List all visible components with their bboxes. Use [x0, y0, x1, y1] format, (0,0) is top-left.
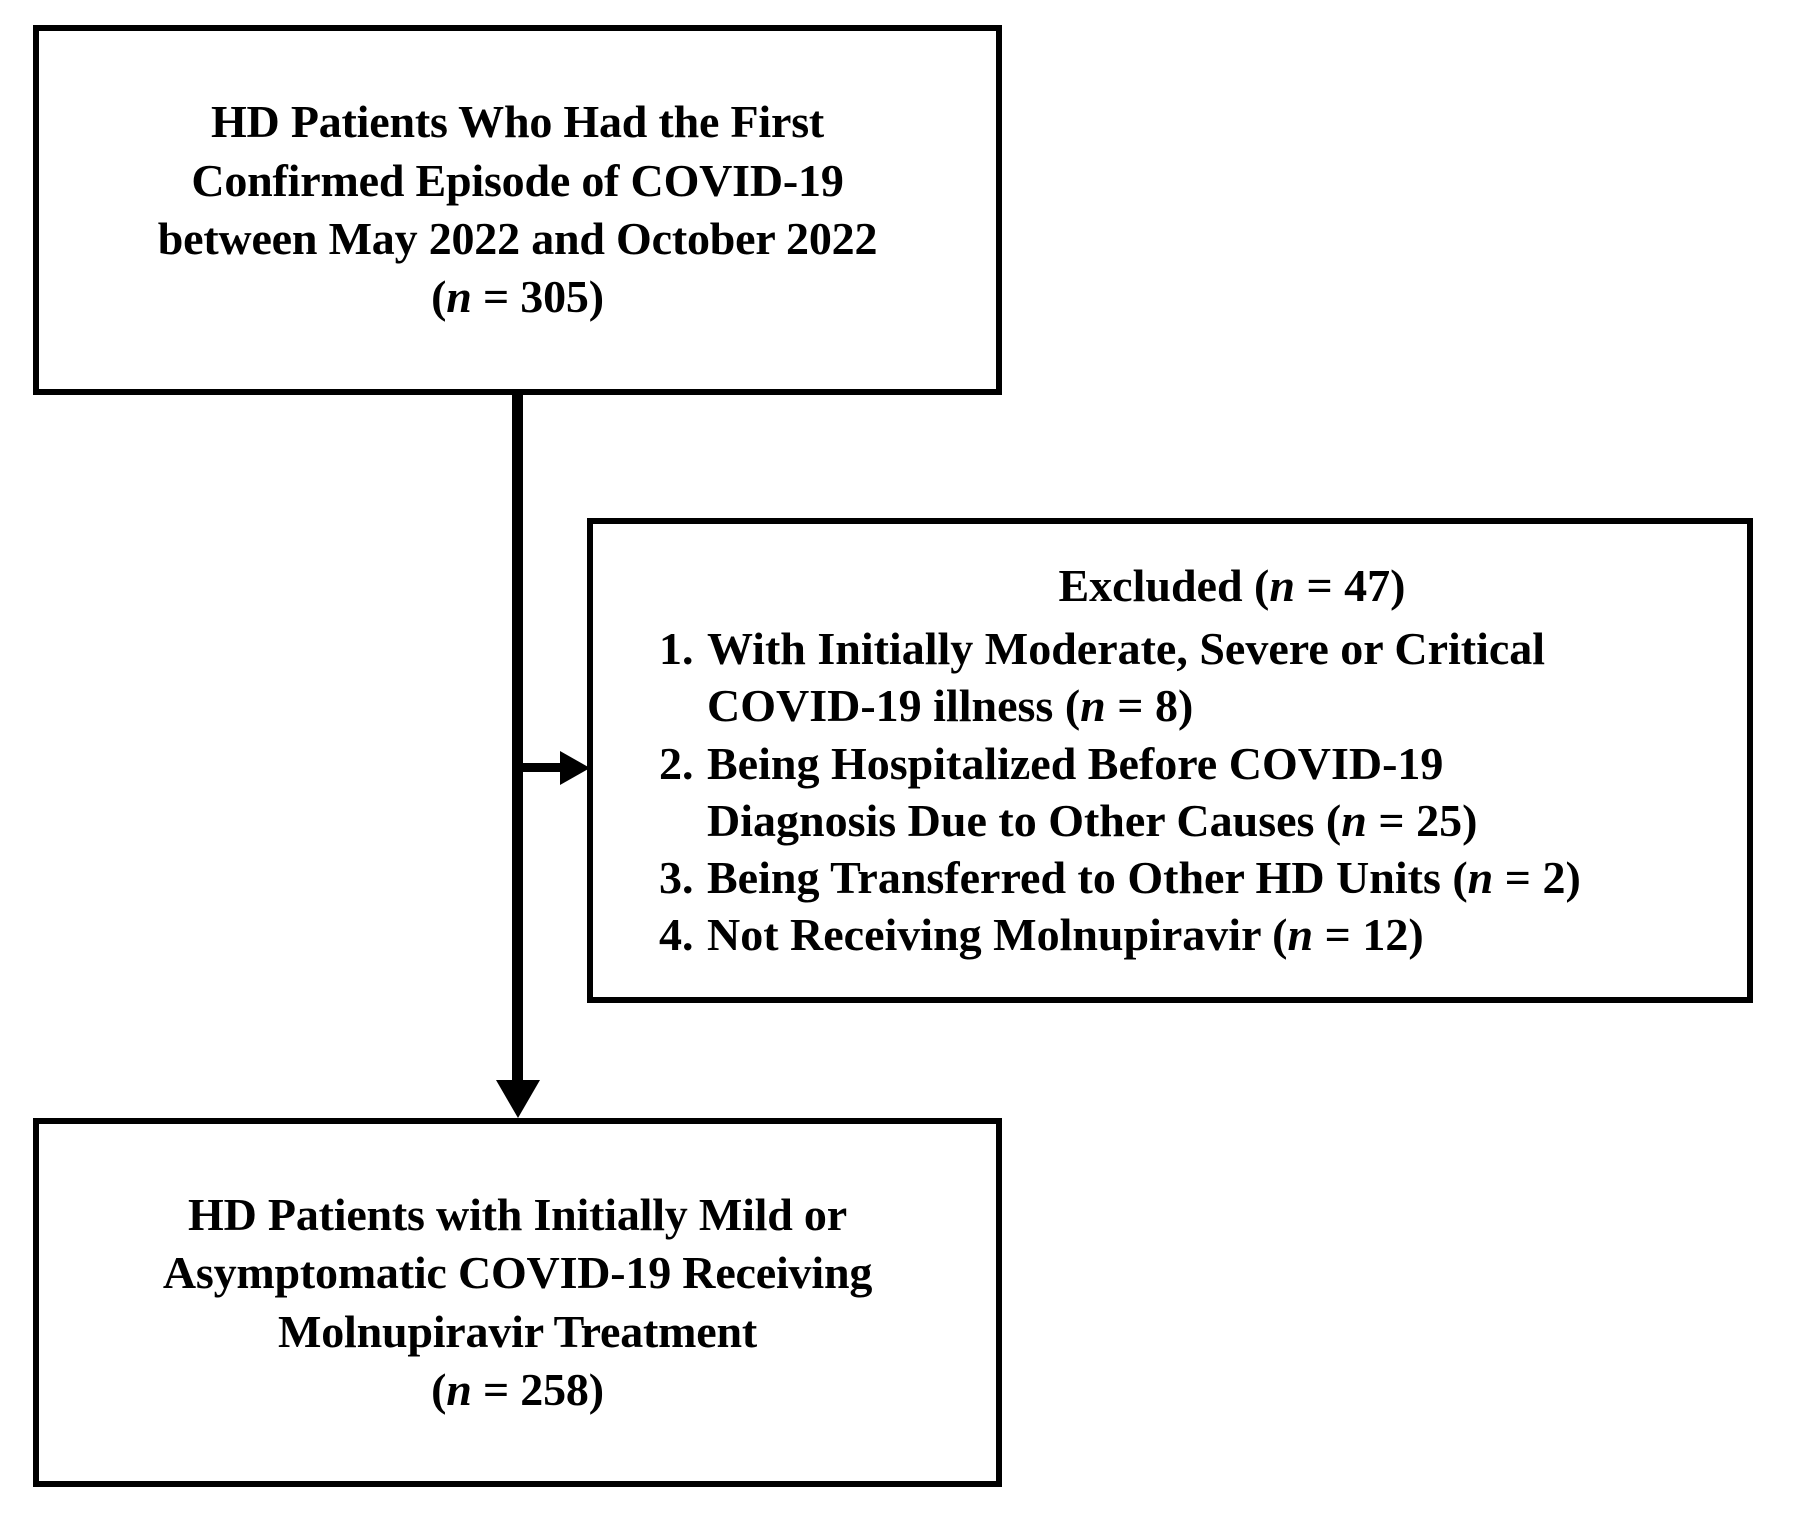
exclusion-item-2-line-2-text: Diagnosis Due to Other Causes — [707, 794, 1326, 846]
exclusion-item-1-n-open-paren: ( — [1064, 680, 1081, 732]
node-final-cohort: HD Patients with Initially Mild or Asymp… — [33, 1118, 1002, 1487]
exclusion-item-4-text: Not Receiving Molnupiravir (n = 12) — [707, 906, 1747, 963]
excluded-n-symbol: n — [1269, 560, 1295, 612]
exclusion-item-2-n-symbol: n — [1341, 794, 1367, 846]
excluded-heading-label: Excluded — [1058, 560, 1255, 612]
connector-vertical-trunk — [512, 395, 523, 1080]
exclusion-item-1-n-equals: = — [1105, 680, 1155, 732]
exclusion-item-4-n-open-paren: ( — [1272, 908, 1288, 960]
exclusion-item-4-number: 4. — [659, 908, 694, 960]
exclusion-item-1-n-close-paren: ) — [1177, 680, 1194, 732]
exclusion-item-1-number: 1. — [659, 623, 694, 675]
source-cohort-text: HD Patients Who Had the First Confirmed … — [39, 93, 996, 327]
excluded-n-equals: = — [1294, 560, 1345, 612]
excluded-heading: Excluded (n = 47) — [593, 558, 1747, 614]
final-n-value: 258 — [520, 1363, 589, 1415]
exclusion-item-3-line-1: Being Transferred to Other HD Units (n =… — [707, 849, 1747, 906]
exclusion-item-4-n-equals: = — [1313, 908, 1363, 960]
exclusion-item-3-sample-size: (n = 2) — [1452, 852, 1580, 903]
exclusion-item-4-line-1: Not Receiving Molnupiravir (n = 12) — [707, 906, 1747, 963]
exclusion-item-3-n-close-paren: ) — [1565, 851, 1581, 903]
exclusion-item-3: 3. Being Transferred to Other HD Units (… — [659, 849, 1747, 906]
exclusion-item-2-n-equals: = — [1366, 794, 1417, 846]
exclusion-item-4-line-1-text: Not Receiving Molnupiravir — [707, 908, 1273, 960]
exclusion-item-1-n-value: 8 — [1154, 680, 1178, 732]
exclusion-item-3-n-equals: = — [1493, 851, 1543, 903]
exclusion-item-4-n-close-paren: ) — [1408, 908, 1424, 960]
exclusion-item-1-line-2-text: COVID-19 illness — [707, 680, 1065, 732]
source-n-symbol: n — [446, 271, 472, 323]
exclusion-item-3-n-symbol: n — [1467, 851, 1494, 903]
node-source-cohort: HD Patients Who Had the First Confirmed … — [33, 25, 1002, 395]
final-cohort-line-3: Molnupiravir Treatment — [277, 1305, 757, 1357]
exclusion-item-2-sample-size: (n = 25) — [1326, 795, 1477, 846]
exclusion-item-2-n-open-paren: ( — [1325, 794, 1342, 846]
excluded-n-open-paren: ( — [1254, 560, 1270, 612]
exclusion-item-1-line-1: With Initially Moderate, Severe or Criti… — [707, 623, 1546, 675]
exclusion-item-4: 4. Not Receiving Molnupiravir (n = 12) — [659, 906, 1747, 963]
source-n-equals: = — [471, 271, 521, 323]
exclusion-item-3-number: 3. — [659, 851, 694, 903]
exclusion-item-4-sample-size: (n = 12) — [1272, 909, 1423, 960]
exclusion-item-1-sample-size: (n = 8) — [1065, 680, 1193, 731]
connector-horizontal-branch — [518, 763, 564, 772]
exclusion-item-2-n-value: 25 — [1416, 794, 1463, 846]
source-cohort-line-1: HD Patients Who Had the First — [210, 96, 825, 148]
arrow-down-to-final-cohort — [496, 1080, 540, 1118]
final-cohort-line-2: Asymptomatic COVID-19 Receiving — [162, 1247, 873, 1299]
source-cohort-sample-size: (n = 305) — [57, 268, 978, 326]
excluded-n-value: 47 — [1344, 560, 1391, 612]
exclusion-item-2-number: 2. — [659, 737, 694, 789]
exclusion-item-2-text: Being Hospitalized Before COVID-19 Diagn… — [707, 735, 1747, 849]
exclusion-item-3-line-1-text: Being Transferred to Other HD Units — [707, 851, 1453, 903]
excluded-n-close-paren: ) — [1390, 560, 1406, 612]
source-n-open-paren: ( — [431, 271, 447, 323]
arrow-right-to-excluded-box — [560, 751, 590, 785]
exclusion-item-1-line-2: COVID-19 illness (n = 8) — [707, 677, 1747, 734]
exclusion-item-2-line-2: Diagnosis Due to Other Causes (n = 25) — [707, 792, 1747, 849]
final-n-symbol: n — [446, 1363, 472, 1415]
exclusion-item-1: 1. With Initially Moderate, Severe or Cr… — [659, 620, 1747, 734]
exclusion-item-2-line-1: Being Hospitalized Before COVID-19 — [707, 737, 1444, 789]
exclusion-reason-list: 1. With Initially Moderate, Severe or Cr… — [593, 620, 1747, 962]
node-excluded: Excluded (n = 47) 1. With Initially Mode… — [587, 518, 1753, 1003]
exclusion-item-2: 2. Being Hospitalized Before COVID-19 Di… — [659, 735, 1747, 849]
exclusion-item-4-n-symbol: n — [1287, 908, 1314, 960]
exclusion-item-3-n-open-paren: ( — [1452, 851, 1468, 903]
excluded-heading-sample-size: (n = 47) — [1254, 560, 1405, 611]
exclusion-item-1-n-symbol: n — [1080, 680, 1106, 732]
source-n-value: 305 — [520, 271, 589, 323]
source-n-close-paren: ) — [588, 271, 604, 323]
source-cohort-line-3: between May 2022 and October 2022 — [157, 213, 878, 264]
source-cohort-line-2: Confirmed Episode of COVID-19 — [191, 154, 844, 206]
final-cohort-text: HD Patients with Initially Mild or Asymp… — [39, 1186, 996, 1420]
final-n-close-paren: ) — [588, 1363, 604, 1415]
final-n-equals: = — [471, 1363, 521, 1415]
exclusion-item-4-n-value: 12 — [1362, 908, 1409, 960]
final-n-open-paren: ( — [431, 1363, 447, 1415]
final-cohort-line-1: HD Patients with Initially Mild or — [188, 1188, 847, 1240]
exclusion-item-1-text: With Initially Moderate, Severe or Criti… — [707, 620, 1747, 734]
exclusion-item-3-n-value: 2 — [1542, 851, 1566, 903]
exclusion-item-3-text: Being Transferred to Other HD Units (n =… — [707, 849, 1747, 906]
final-cohort-sample-size: (n = 258) — [57, 1361, 978, 1419]
exclusion-item-2-n-close-paren: ) — [1462, 794, 1478, 846]
